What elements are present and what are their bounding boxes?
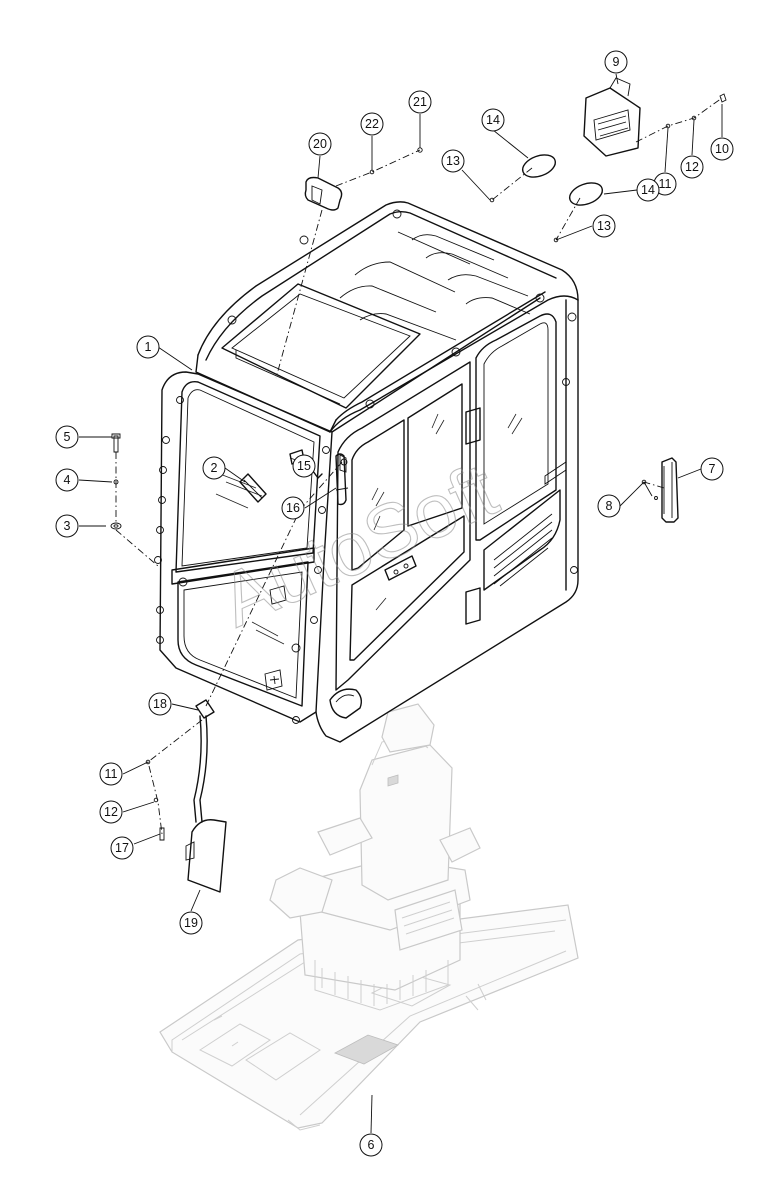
callout-label: 16 (286, 501, 300, 515)
callout-label: 12 (104, 805, 118, 819)
callout-label: 8 (606, 499, 613, 513)
callout-label: 13 (597, 219, 611, 233)
callout-6: 6 (359, 1133, 383, 1157)
callout-label: 10 (715, 142, 729, 156)
callout-label: 15 (297, 459, 311, 473)
callout-17: 17 (110, 836, 134, 860)
callout-14-second: 14 (636, 178, 660, 202)
loose-parts (110, 77, 727, 893)
callout-label: 21 (413, 95, 427, 109)
callout-label: 18 (153, 697, 167, 711)
callout-label: 1 (145, 340, 152, 354)
callout-label: 17 (115, 841, 129, 855)
callout-label: 9 (613, 55, 620, 69)
seat-floor-assembly (159, 703, 579, 1131)
callout-label: 5 (64, 430, 71, 444)
callout-5: 5 (55, 425, 79, 449)
callout-12-second: 12 (99, 800, 123, 824)
callout-label: 12 (685, 160, 699, 174)
callout-10: 10 (710, 137, 734, 161)
callout-16: 16 (281, 496, 305, 520)
callout-19: 19 (179, 911, 203, 935)
callout-1: 1 (136, 335, 160, 359)
callout-label: 2 (211, 461, 218, 475)
callout-15: 15 (292, 454, 316, 478)
callout-label: 14 (486, 113, 500, 127)
callout-2: 2 (202, 456, 226, 480)
callout-18: 18 (148, 692, 172, 716)
callout-label: 19 (184, 916, 198, 930)
cab-body (154, 201, 579, 743)
callout-label: 20 (313, 137, 327, 151)
callout-13-second: 13 (592, 214, 616, 238)
callout-3: 3 (55, 514, 79, 538)
callout-13: 13 (441, 149, 465, 173)
callout-8: 8 (597, 494, 621, 518)
callout-label: 4 (64, 473, 71, 487)
callout-7: 7 (700, 457, 724, 481)
callout-14: 14 (481, 108, 505, 132)
callout-4: 4 (55, 468, 79, 492)
callout-22: 22 (360, 112, 384, 136)
callout-label: 7 (709, 462, 716, 476)
callout-label: 13 (446, 154, 460, 168)
callout-label: 14 (641, 183, 655, 197)
callout-9: 9 (604, 50, 628, 74)
callout-12: 12 (680, 155, 704, 179)
callout-label: 11 (105, 767, 118, 781)
callout-20: 20 (308, 132, 332, 156)
callout-label: 11 (659, 177, 672, 191)
callout-11: 11 (653, 172, 677, 196)
callout-label: 6 (368, 1138, 375, 1152)
callout-label: 3 (64, 519, 71, 533)
callout-11-second: 11 (99, 762, 123, 786)
callout-21: 21 (408, 90, 432, 114)
callout-label: 22 (365, 117, 379, 131)
